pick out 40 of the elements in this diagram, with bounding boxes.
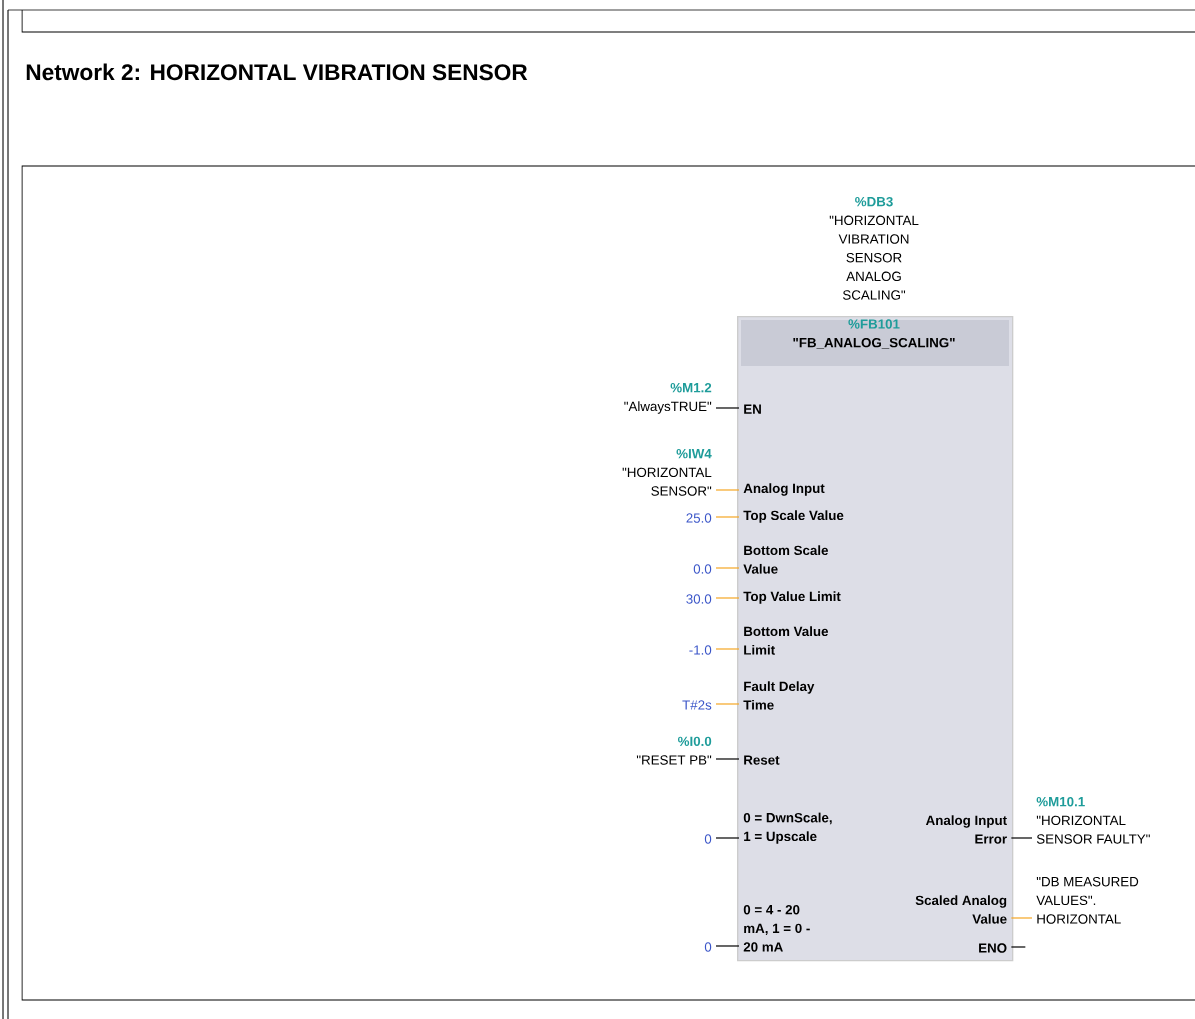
wire	[1010, 837, 1033, 839]
pin-label: 0 = DwnScale, 1 = Upscale	[743, 812, 832, 844]
wire	[715, 945, 740, 947]
constant-value: 25.0	[686, 513, 712, 523]
pin-label: Analog Input Error	[925, 815, 1007, 844]
pin-label: 0 = 4 - 20 mA, 1 = 0 - 20 mA	[743, 904, 810, 952]
operand-label: %IW4 "HORIZONTAL SENSOR"	[622, 449, 712, 496]
wire	[715, 516, 740, 518]
wire	[715, 567, 740, 569]
constant-value: T#2s	[682, 700, 712, 710]
wire	[715, 837, 740, 839]
pin-label: Top Scale Value	[743, 510, 844, 523]
network-title: Network 2: HORIZONTAL VIBRATION SENSOR	[26, 63, 528, 81]
pin-label: Bottom Value Limit	[744, 626, 829, 655]
wire	[715, 407, 740, 409]
pin-label: EN	[744, 404, 761, 414]
pin-label: Scaled Analog Value	[915, 895, 1007, 924]
constant-value: 0	[704, 834, 712, 844]
constant-value: 0.0	[693, 564, 712, 574]
wire	[715, 597, 740, 599]
constant-value: 30.0	[686, 594, 712, 604]
pin-label: Reset	[744, 755, 780, 765]
pin-label: Bottom Scale Value	[743, 545, 828, 574]
wire	[1010, 917, 1033, 919]
instance-label: %DB3 "HORIZONTAL VIBRATION SENSOR ANALOG SCALING"	[829, 196, 919, 300]
wire	[1010, 946, 1026, 948]
wire	[715, 648, 740, 650]
wire	[715, 758, 740, 760]
wire	[715, 489, 740, 491]
pin-label: Analog Input	[743, 483, 825, 496]
operand-label: %I0.0 "RESET PB"	[636, 736, 712, 765]
operand-label: %M1.2 "AlwaysTRUE"	[624, 383, 712, 414]
constant-value: -1.0	[689, 645, 712, 655]
pin-label: Top Value Limit	[743, 591, 841, 604]
wire	[715, 703, 740, 705]
operand-label: %M10.1 "HORIZONTAL SENSOR FAULTY"	[1036, 796, 1150, 844]
constant-value: 0	[704, 942, 712, 952]
operand-label: "DB MEASURED VALUES". HORIZONTAL	[1036, 876, 1139, 924]
pin-label: ENO	[979, 943, 1007, 953]
pin-label: Fault Delay Time	[743, 681, 815, 710]
